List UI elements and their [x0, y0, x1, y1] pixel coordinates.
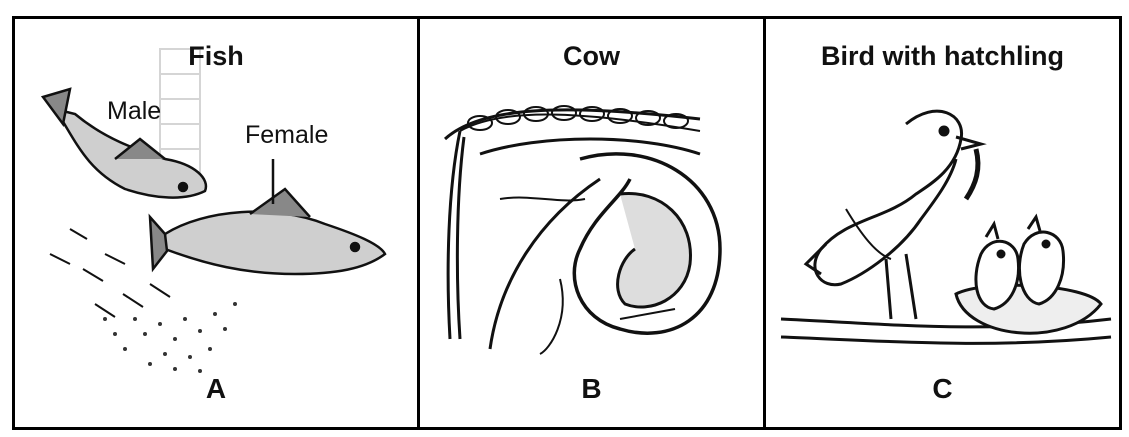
fish-illustration: [15, 19, 417, 433]
panel-label: C: [766, 373, 1119, 405]
female-fish: [150, 189, 385, 274]
panel-bird: Bird with hatchling C: [763, 19, 1119, 427]
panel-title: Bird with hatchling: [766, 41, 1119, 72]
panel-cow: Cow B: [417, 19, 763, 427]
worm: [966, 149, 978, 199]
bird-illustration: [766, 19, 1122, 433]
cow-womb-illustration: [420, 19, 766, 433]
tail: [448, 131, 464, 339]
panel-fish: Fish Male Female A: [15, 19, 417, 427]
male-label: Male: [107, 97, 161, 126]
egg-dots: [103, 302, 237, 373]
calf: [618, 193, 691, 307]
panel-title: Cow: [420, 41, 763, 72]
reproduction-figure: Fish Male Female A: [12, 16, 1122, 430]
panel-label: B: [420, 373, 763, 405]
female-label: Female: [245, 121, 328, 150]
panel-label: A: [15, 373, 417, 405]
panel-title: Fish: [15, 41, 417, 72]
